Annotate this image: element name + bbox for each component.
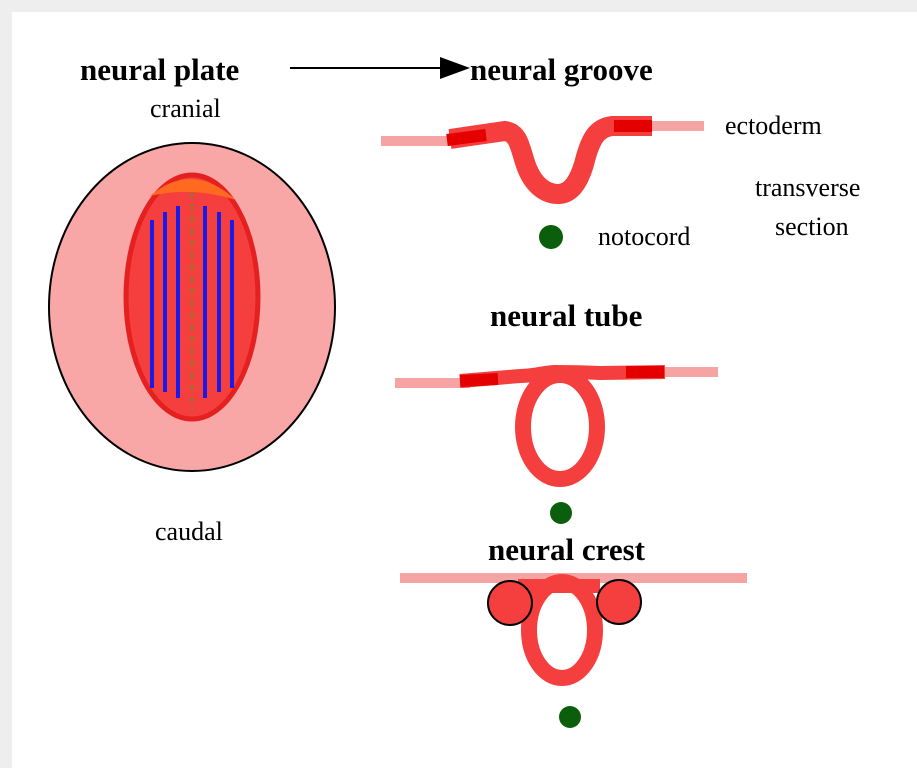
neural-groove-section [381, 126, 704, 194]
neural-plate-title: neural plate [80, 52, 239, 87]
neural-plate-region [126, 175, 258, 419]
notocord-tube [550, 502, 572, 524]
cranial-label: cranial [150, 94, 221, 123]
progression-arrow [290, 57, 470, 79]
section-label: section [775, 212, 849, 241]
neural-crest-cell-left [488, 581, 532, 625]
ectoderm-label: ectoderm [725, 111, 822, 140]
notocord-crest [559, 706, 581, 728]
neural-tube-section [395, 372, 718, 479]
neural-tube-ring [523, 375, 597, 479]
notocord-groove [539, 225, 563, 249]
neural-groove-title: neural groove [470, 52, 653, 87]
neural-crest-cell-right [597, 580, 641, 624]
tube-edge-left [460, 379, 498, 381]
notocord-label: notocord [598, 222, 690, 251]
caudal-label: caudal [155, 517, 223, 546]
neural-crest-title: neural crest [488, 532, 646, 567]
neural-crest-section [400, 578, 747, 678]
transverse-label: transverse [755, 173, 860, 202]
groove-edge-left [447, 135, 486, 140]
neural-tube-title: neural tube [490, 298, 642, 333]
neural-tube-ring [529, 582, 595, 678]
